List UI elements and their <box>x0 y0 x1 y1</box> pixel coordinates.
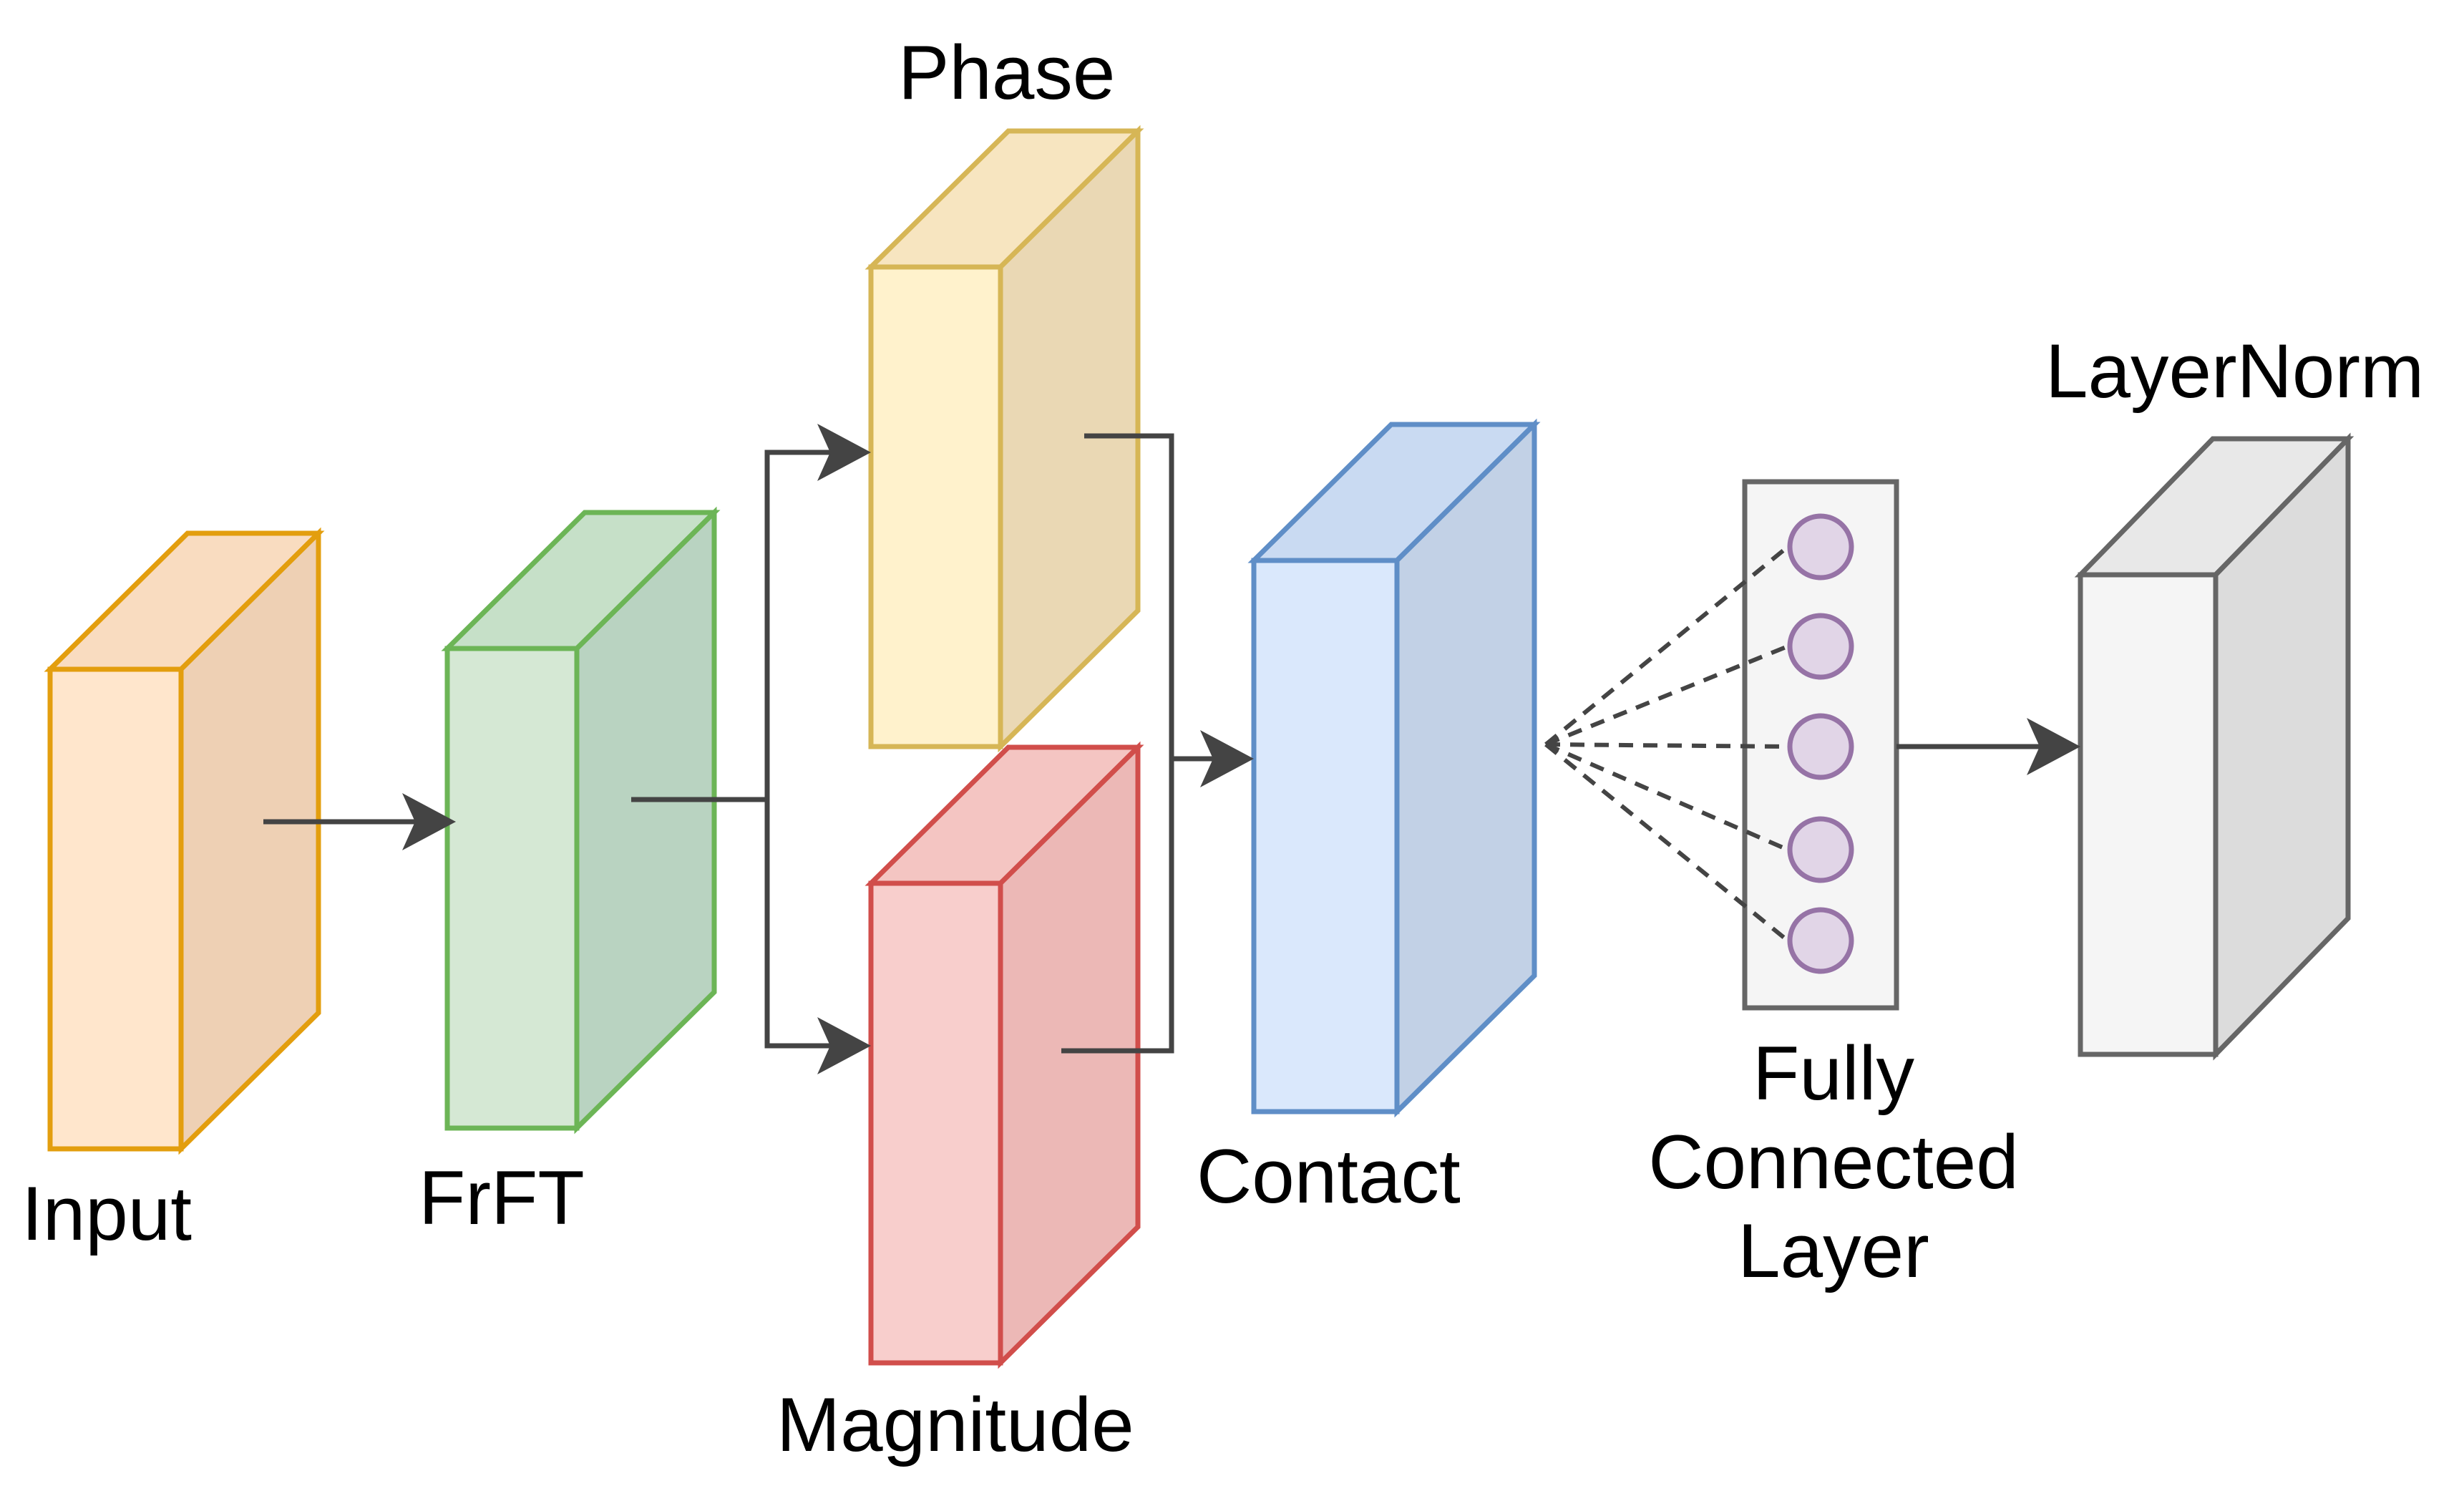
input-block[interactable] <box>44 527 325 1155</box>
magnitude-block[interactable] <box>865 741 1144 1369</box>
edge-frft-to-magnitude <box>764 800 835 1049</box>
edge-contact-to-fc-2 <box>1544 644 1789 747</box>
fc-neuron-5 <box>1787 907 1854 974</box>
fc-neuron-1 <box>1787 513 1854 581</box>
contact-block[interactable] <box>1247 418 1541 1118</box>
layernorm-block-front <box>2078 572 2219 1057</box>
phase-block-front <box>868 264 1003 749</box>
edge-contact-to-fc-5 <box>1544 742 1789 943</box>
phase-label: Phase <box>898 29 1115 115</box>
magnitude-block-front <box>868 880 1003 1366</box>
layernorm-label: LayerNorm <box>2045 328 2424 414</box>
input-label: Input <box>21 1170 192 1256</box>
fc-label-line-1: Fully <box>1753 1030 1914 1116</box>
fully-connected-layer[interactable] <box>1742 479 1899 1011</box>
magnitude-label: Magnitude <box>776 1381 1134 1467</box>
fc-label: Fully Connected Layer <box>1648 1030 2019 1293</box>
arrowhead-merge-to-contact <box>1200 730 1254 787</box>
frft-block[interactable] <box>441 506 721 1135</box>
arrowhead-frft-to-magnitude <box>817 1017 871 1074</box>
connections <box>263 424 2080 1074</box>
fc-neuron-4 <box>1787 816 1854 883</box>
fc-label-line-2: Connected <box>1648 1119 2019 1205</box>
fc-neuron-3 <box>1787 713 1854 780</box>
phase-block[interactable] <box>865 125 1144 753</box>
edge-contact-to-fc-3 <box>1545 742 1788 749</box>
arrowhead-fc-to-layernorm <box>2027 718 2080 775</box>
contact-block-front <box>1251 558 1400 1114</box>
edge-phase-to-contact <box>1061 433 1174 1054</box>
layernorm-block[interactable] <box>2074 432 2355 1061</box>
arrowhead-input-to-frft <box>402 793 456 850</box>
edge-contact-to-fc-1 <box>1544 545 1789 747</box>
fc-label-line-3: Layer <box>1738 1208 1929 1293</box>
edge-frft-to-phase <box>631 450 835 802</box>
input-block-front <box>47 666 184 1152</box>
edge-contact-to-fc-4 <box>1544 742 1789 852</box>
arrowhead-frft-to-phase <box>817 424 871 481</box>
frft-label: FrFT <box>419 1155 585 1240</box>
contact-label: Contact <box>1197 1133 1461 1219</box>
frft-block-front <box>444 646 580 1131</box>
fc-neuron-2 <box>1787 613 1854 680</box>
